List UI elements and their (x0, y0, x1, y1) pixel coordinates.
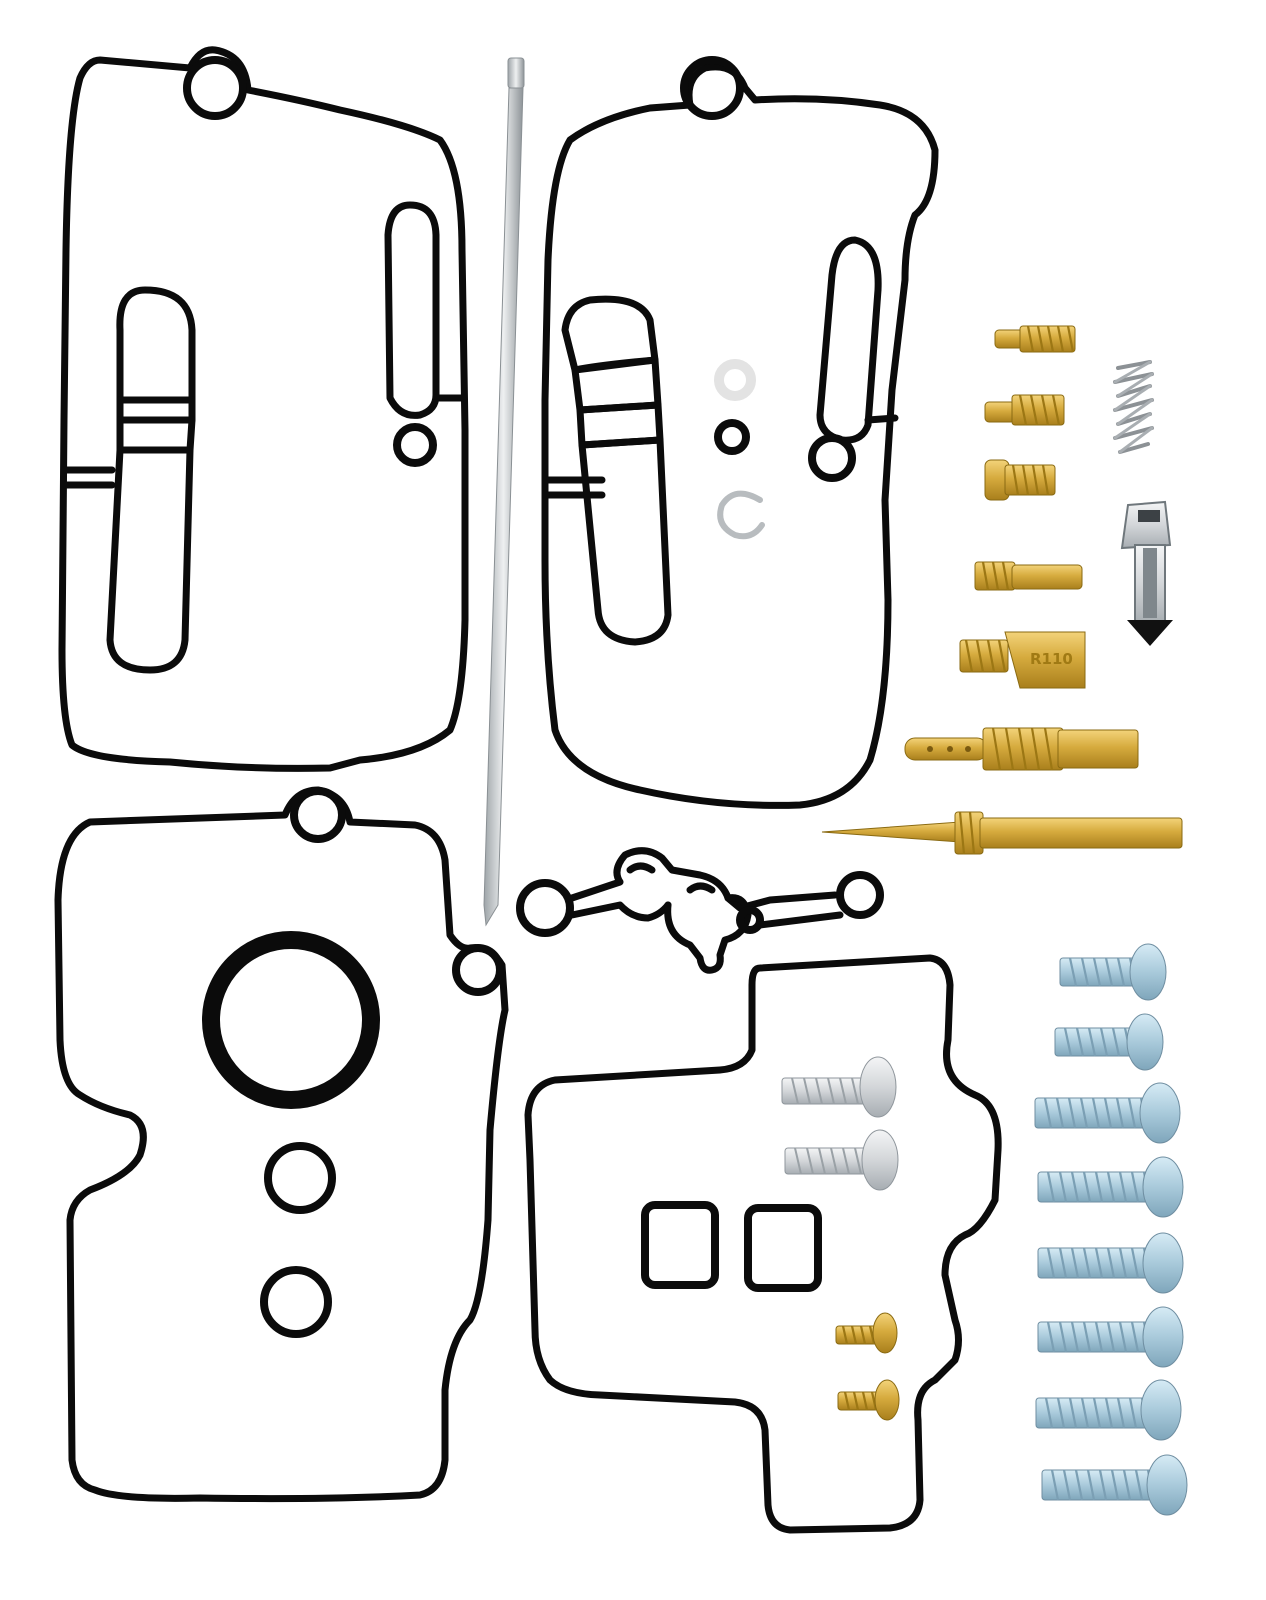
small-manifold-gasket (516, 847, 884, 974)
blue-screw-7 (1035, 1379, 1182, 1441)
blue-screw-8 (1041, 1454, 1188, 1516)
float-bowl-gasket-bottom-right (524, 954, 1002, 1534)
main-jet (984, 459, 1056, 501)
plastic-washer (714, 359, 756, 401)
blue-screw-1 (1059, 943, 1167, 1001)
float-bowl-gasket-top-left (58, 46, 469, 772)
blue-screw-6 (1037, 1306, 1184, 1368)
small-o-ring (714, 419, 750, 455)
blue-screw-2 (1054, 1013, 1164, 1071)
blue-screw-3 (1034, 1082, 1181, 1144)
pilot-screw-2 (984, 394, 1065, 426)
jet-size-stamp: R110 (1030, 650, 1073, 668)
brass-screw-1 (835, 1312, 898, 1354)
float-bowl-gasket-top-right (541, 56, 939, 809)
brass-screw-2 (837, 1379, 900, 1421)
leak-jet: R110 (959, 631, 1086, 689)
spring (1113, 360, 1154, 454)
blue-screw-5 (1037, 1232, 1184, 1294)
float-bowl-gasket-bottom-left (54, 786, 509, 1503)
silver-screw-2 (784, 1129, 899, 1191)
idle-jet (974, 561, 1083, 591)
jet-needle-rod (483, 57, 525, 927)
pilot-screw-1 (994, 325, 1076, 353)
silver-screw-1 (781, 1056, 897, 1118)
emulsion-tube (904, 727, 1139, 771)
float-needle-valve (1120, 500, 1173, 646)
jet-needle (821, 811, 1183, 855)
blue-screw-4 (1037, 1156, 1184, 1218)
e-clip (717, 490, 765, 540)
